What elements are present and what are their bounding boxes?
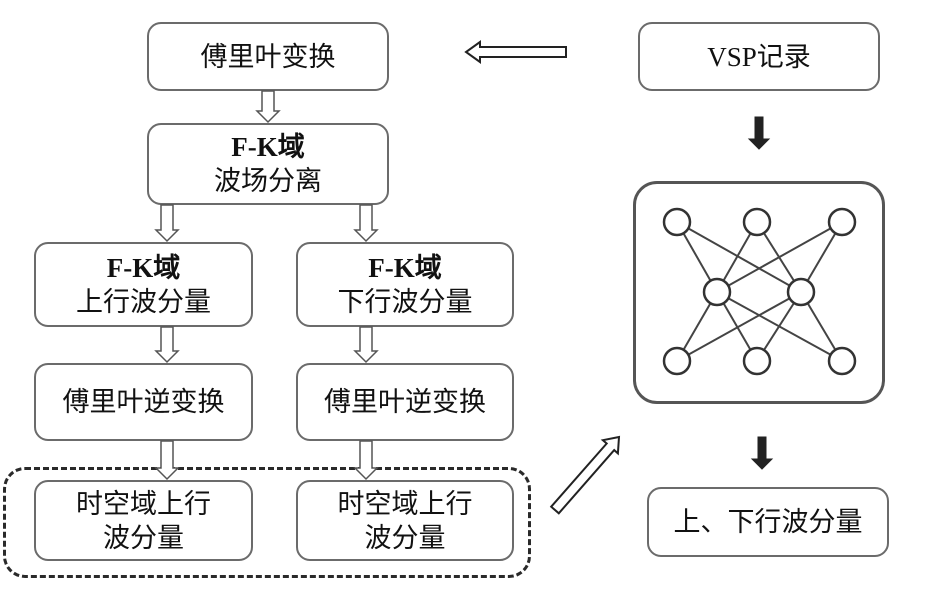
training-labels-group [3,467,531,578]
nn-connection [676,291,802,362]
hollow-down-arrow [353,440,379,481]
vsp-record-label: VSP记录 [707,41,811,72]
spacetime-right-line1: 时空域上行 [337,488,473,519]
hollow-down-arrow [353,204,379,243]
nn-connection [676,221,802,293]
spacetime-left-box: 时空域上行 波分量 [34,480,253,561]
fk-upgoing-box: F-K域 上行波分量 [34,242,253,327]
hollow-left-arrow [464,40,567,64]
fourier-transform-box: 傅里叶变换 [147,22,389,91]
nn-node-layer-1 [702,277,732,307]
spacetime-right-line2: 波分量 [364,522,446,553]
hollow-down-arrow [353,326,379,364]
inverse-fourier-right-label: 傅里叶逆变换 [324,387,486,417]
nn-node-layer-0 [662,207,692,237]
fk-downgoing-box: F-K域 下行波分量 [296,242,514,327]
fk-separation-box: F-K域 波场分离 [147,123,389,205]
nn-node-layer-0 [827,207,857,237]
inverse-fourier-left-label: 傅里叶逆变换 [62,387,225,417]
vsp-record-box: VSP记录 [638,22,880,91]
fk-upgoing-line2: 上行波分量 [76,286,211,317]
nn-node-layer-2 [662,346,692,376]
fk-separation-line2: 波场分离 [214,166,322,196]
nn-node-layer-1 [786,277,816,307]
nn-node-layer-2 [742,346,772,376]
nn-node-layer-0 [742,207,772,237]
output-components-label: 上、下行波分量 [673,507,863,537]
fourier-transform-label: 傅里叶变换 [200,41,336,72]
hollow-down-arrow [255,90,281,124]
fk-separation-line1: F-K域 [231,132,305,162]
fk-upgoing-line1: F-K域 [106,252,181,283]
solid-down-arrow [747,116,771,150]
hollow-diagonal-arrow [549,435,621,515]
inverse-fourier-left-box: 傅里叶逆变换 [34,363,253,441]
neural-network-graph [662,207,857,376]
fk-downgoing-line1: F-K域 [368,252,442,283]
nn-node-layer-2 [827,346,857,376]
spacetime-left-line1: 时空域上行 [76,488,211,519]
solid-down-arrow [750,436,774,470]
arrows-layer [154,40,774,515]
spacetime-left-line2: 波分量 [103,522,184,553]
hollow-down-arrow [154,440,180,481]
hollow-down-arrow [154,204,180,243]
nn-connection [716,221,843,293]
fk-downgoing-line2: 下行波分量 [337,286,473,317]
spacetime-right-box: 时空域上行 波分量 [296,480,514,561]
hollow-down-arrow [154,326,180,364]
output-components-box: 上、下行波分量 [647,487,889,557]
inverse-fourier-right-box: 傅里叶逆变换 [296,363,514,441]
